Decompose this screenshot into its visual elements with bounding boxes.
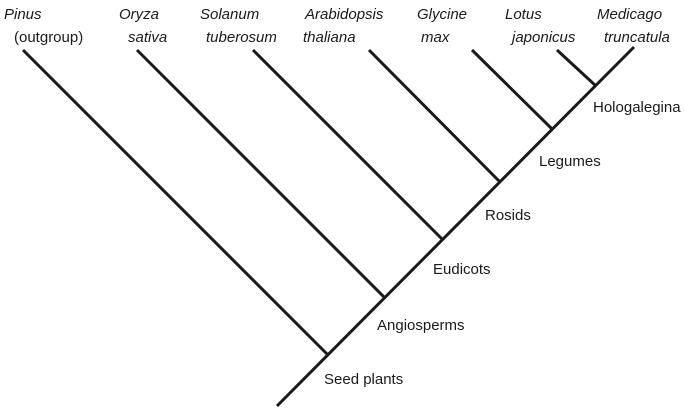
clade-label-angiosperms: Angiosperms [377, 317, 465, 334]
taxon-label-lotus-japonicus: Lotus japonicus [505, 6, 576, 46]
taxon-label-solanum-tuberosum: Solanum tuberosum [200, 6, 277, 46]
branch-oryza-sativa [135, 48, 386, 299]
tree-spine [275, 45, 636, 408]
taxon-label-medicago-truncatula: Medicago truncatula [597, 6, 670, 46]
branch-pinus [21, 48, 329, 356]
taxon-label-arabidopsis-thaliana: Arabidopsis thaliana [303, 6, 388, 46]
clade-label-seed-plants: Seed plants [324, 371, 403, 388]
branch-arabidopsis-thaliana [367, 48, 502, 184]
branch-solanum-tuberosum [251, 48, 444, 241]
clade-label-hologalegina: Hologalegina [593, 99, 681, 116]
taxon-label-oryza-sativa: Oryza sativa [119, 6, 167, 46]
taxon-label-pinus: Pinus (outgroup) [4, 6, 83, 46]
branch-lotus-japonicus [555, 48, 598, 88]
clade-label-legumes: Legumes [539, 153, 601, 170]
clade-label-rosids: Rosids [485, 207, 531, 224]
clade-label-eudicots: Eudicots [433, 261, 491, 278]
branch-glycine-max [470, 48, 554, 131]
taxon-label-glycine-max: Glycine max [417, 6, 471, 46]
